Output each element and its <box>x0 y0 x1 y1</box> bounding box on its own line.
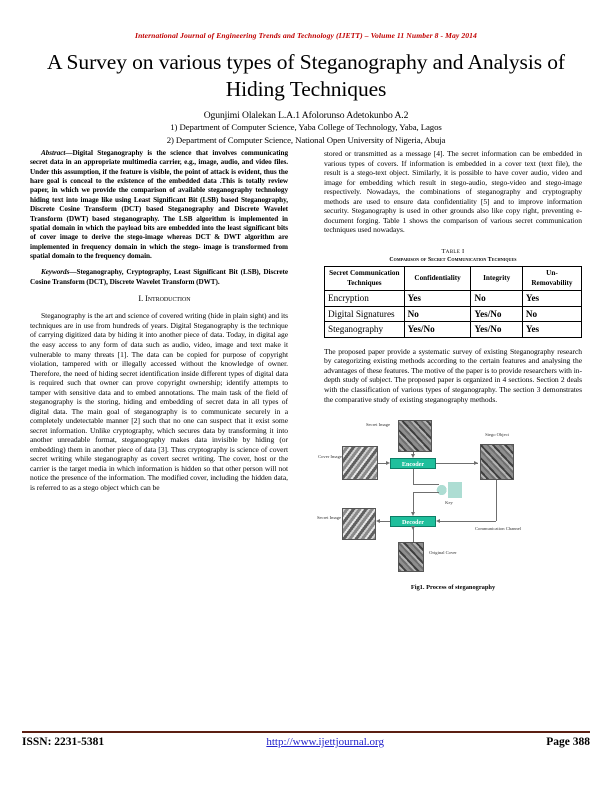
arrow-decoder-to-secret-out <box>378 521 390 523</box>
key-connector-upper <box>413 484 439 486</box>
channel-line-vertical <box>496 480 497 522</box>
column-right: stored or transmitted as a message [4]. … <box>317 149 583 605</box>
table-cell-confidentiality: Yes/No <box>403 321 472 338</box>
table-header-cell: Integrity <box>470 266 523 292</box>
figure-caption: Fig1. Process of steganography <box>410 584 496 592</box>
arrowhead-secret-to-encoder <box>411 454 415 459</box>
table-cell-unremovability: Yes <box>521 290 583 307</box>
page-number: Page 388 <box>546 736 590 748</box>
table-cell-confidentiality: No <box>403 305 472 323</box>
arrowhead-cover-to-encoder <box>386 461 390 466</box>
page-footer: ISSN: 2231-5381 http://www.ijettjournal.… <box>22 736 590 748</box>
issn-text: ISSN: 2231-5381 <box>22 736 105 748</box>
arrow-cover-to-encoder <box>378 463 388 465</box>
original-cover-thumbnail <box>398 542 424 573</box>
comparison-table: Secret Communication Techniques Confiden… <box>324 266 583 338</box>
table-cell-unremovability: Yes <box>521 321 583 338</box>
table-cell-technique: Digital Signatures <box>324 305 405 323</box>
cover-image-thumbnail <box>342 446 378 481</box>
table-cell-integrity: No <box>470 290 523 307</box>
arrow-original-cover-to-decoder <box>413 528 414 543</box>
journal-url-link[interactable]: http://www.ijettjournal.org <box>266 736 384 748</box>
abstract: Abstract—Digital Steganography is the sc… <box>30 149 288 261</box>
page-title: A Survey on various types of Steganograp… <box>47 50 565 101</box>
original-cover-label: Original Cover <box>429 550 457 556</box>
communication-channel-label: Communication Channel <box>474 526 522 532</box>
table-header-cell: Un-Removability <box>521 266 583 292</box>
stego-object-label: Stego Object <box>485 432 509 438</box>
paragraph-proposed-paper: The proposed paper provide a systematic … <box>324 346 582 404</box>
table-header-cell: Confidentiality <box>403 266 472 292</box>
table-comparison: Table I Comparison of Secret Communicati… <box>324 247 583 338</box>
table-cell-unremovability: No <box>521 305 583 323</box>
table-cell-integrity: Yes/No <box>470 321 523 338</box>
stego-object-thumbnail <box>480 444 514 481</box>
table-row: Encryption Yes No Yes <box>324 290 583 307</box>
table-row: Digital Signatures No Yes/No No <box>324 305 583 323</box>
arrowhead-decoder-to-secret-out <box>376 519 380 524</box>
keywords-lead: Keywords— <box>41 268 77 277</box>
affiliation-1: 1) Department of Computer Science, Yaba … <box>170 121 442 132</box>
arrowhead-key-to-decoder <box>411 512 415 517</box>
table-cell-confidentiality: Yes <box>403 290 472 307</box>
keywords: Keywords—Steganography, Cryptography, Le… <box>30 268 288 287</box>
table-number: Table I <box>441 247 465 255</box>
table-cell-technique: Encryption <box>324 290 405 307</box>
section-heading-introduction: I. Introduction <box>138 294 191 304</box>
abstract-lead: Abstract— <box>41 149 73 157</box>
paragraph-intro: Steganography is the art and science of … <box>30 311 288 492</box>
running-head: International Journal of Engineering Tre… <box>135 31 477 40</box>
arrowhead-encoder-to-stego <box>474 461 478 466</box>
secret-image-label: Secret Image <box>365 422 391 428</box>
title-block: A Survey on various types of Steganograp… <box>36 49 576 146</box>
secret-image-thumbnail <box>398 420 432 453</box>
table-caption: Comparison of Secret Communication Techn… <box>389 257 517 264</box>
paragraph-secret-info: stored or transmitted as a message [4]. … <box>324 149 582 235</box>
cover-image-label: Cover Image <box>318 454 342 460</box>
table-row: Steganography Yes/No Yes/No Yes <box>324 321 583 338</box>
table-cell-integrity: Yes/No <box>470 305 523 323</box>
arrow-channel-to-decoder <box>438 521 496 523</box>
abstract-body: Digital Steganography is the science tha… <box>30 149 288 260</box>
key-icon <box>436 482 462 499</box>
author-list: Ogunjimi Olalekan L.A.1 Afolorunso Adeto… <box>203 109 409 121</box>
key-connector-to-decoder <box>413 492 414 515</box>
arrow-encoder-to-stego <box>436 463 478 465</box>
arrowhead-channel-to-decoder <box>436 519 440 524</box>
keywords-body: Steganography, Cryptography, Least Signi… <box>30 268 288 286</box>
figure-steganography-process: Secret Image Cover Image Encoder Stego O… <box>317 420 582 605</box>
key-connector-vertical <box>413 469 414 486</box>
table-cell-technique: Steganography <box>324 321 405 338</box>
footer-divider <box>22 731 590 733</box>
arrowhead-original-cover <box>411 526 415 531</box>
figure-canvas: Secret Image Cover Image Encoder Stego O… <box>317 420 582 580</box>
secret-image-output-thumbnail <box>342 508 376 541</box>
key-label: Key <box>445 500 453 506</box>
column-left: Abstract—Digital Steganography is the sc… <box>30 149 288 500</box>
encoder-box: Encoder <box>390 458 436 470</box>
secret-image-output-label: Secret Image <box>316 515 342 521</box>
affiliation-2: 2) Department of Computer Science, Natio… <box>166 134 446 145</box>
table-header-row: Secret Communication Techniques Confiden… <box>324 266 583 292</box>
table-header-cell: Secret Communication Techniques <box>324 266 405 292</box>
key-connector-lower <box>413 492 439 494</box>
